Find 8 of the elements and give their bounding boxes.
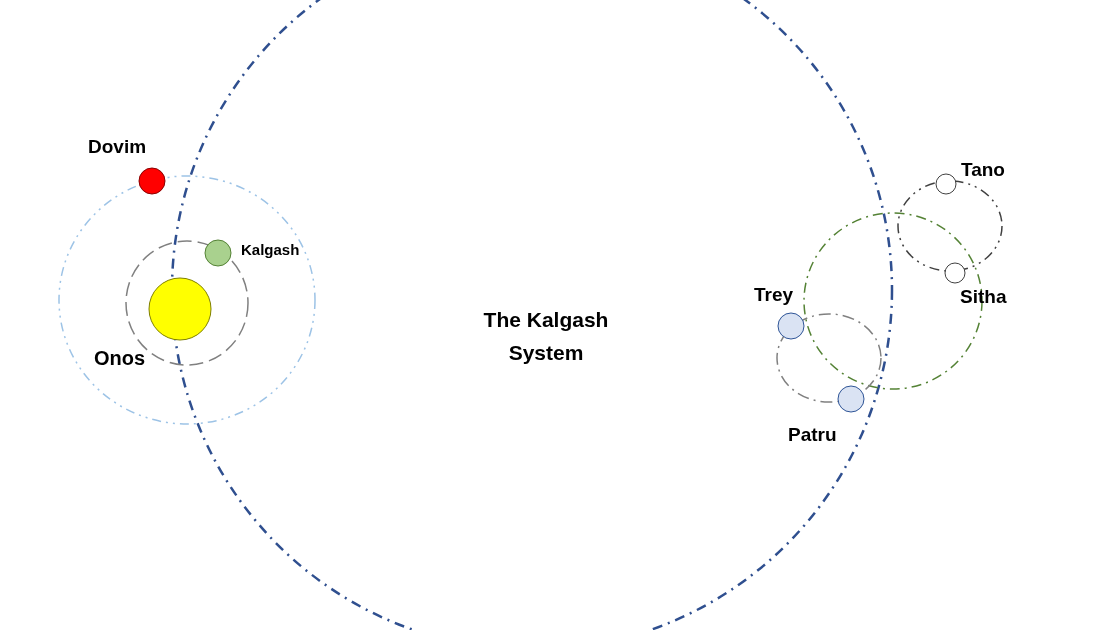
body-name: Kalgash: [241, 241, 300, 258]
body-name: Dovim: [88, 136, 147, 158]
body-name: Patru: [788, 424, 837, 446]
body-name: Onos: [94, 347, 146, 370]
body-name: Trey: [754, 284, 794, 306]
diagram-title: The Kalgash System: [482, 307, 610, 366]
body-name: Tano: [961, 159, 1005, 181]
body-name: Sitha: [960, 286, 1007, 308]
